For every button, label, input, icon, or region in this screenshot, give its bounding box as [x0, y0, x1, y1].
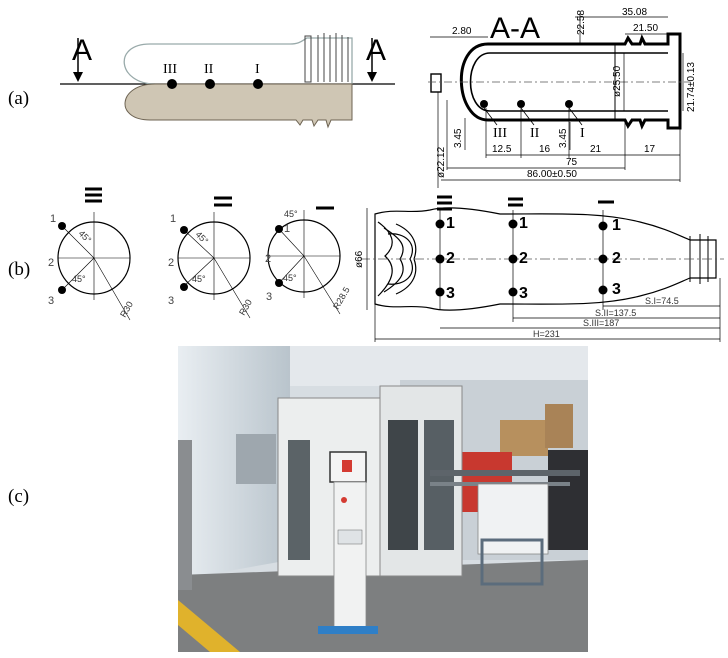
bottle-pt3-ii: 3: [519, 285, 528, 302]
circle-zone-iii: 45° 45° R30 1 2 3: [48, 187, 135, 321]
pt1-ii: 1: [170, 213, 176, 225]
bottle-drawing: ø66 1 2 3 1 2 3 1 2 3: [354, 195, 724, 342]
dim-17: 17: [644, 144, 656, 155]
dim-22-58: 22.58: [576, 10, 587, 35]
angle-bottom-ii: 45°: [192, 274, 206, 284]
bottle-pt1-ii: 1: [519, 215, 528, 232]
panel-label-c: (c): [8, 486, 30, 507]
bottle-pt3-i: 3: [612, 281, 621, 298]
dim-16: 16: [539, 144, 551, 155]
dim-21-50: 21.50: [633, 23, 658, 34]
dim-2-80: 2.80: [452, 26, 472, 37]
dist-s3: S.III=187: [583, 318, 619, 328]
panel-label-b: (b): [8, 259, 31, 280]
pt1-iii: 1: [50, 213, 56, 225]
angle-top-i: 45°: [284, 209, 298, 219]
section-marker-right: A: [366, 34, 386, 67]
radius-iii: R30: [118, 300, 135, 319]
radius-i: R28.5: [331, 285, 352, 311]
pt3-ii: 3: [168, 295, 174, 307]
preform-side-view: A III II I A: [60, 33, 395, 129]
circle-zone-ii: 45° 45° R30 1 2 3: [168, 196, 254, 319]
bottle-diameter: ø66: [354, 250, 365, 268]
section-title: A-A: [490, 12, 540, 45]
dim-25-50: ø25.50: [612, 65, 623, 97]
aa-point-ii: [517, 100, 525, 108]
pt2-i: 2: [265, 253, 271, 265]
angle-top-ii: 45°: [194, 229, 211, 246]
aa-zone-iii: III: [493, 126, 507, 141]
dim-21: 21: [590, 144, 602, 155]
bottle-pt3-iii: 3: [446, 285, 455, 302]
section-aa-drawing: A-A III II I: [428, 7, 697, 188]
pt3-i: 3: [266, 291, 272, 303]
aa-point-iii: [480, 100, 488, 108]
pt1-i: 1: [284, 223, 290, 235]
panel-label-a: (a): [8, 88, 30, 109]
dim-22-12: ø22.12: [436, 146, 447, 178]
dist-h: H=231: [533, 329, 560, 339]
section-marker-left: A: [72, 34, 92, 67]
angle-bottom-iii: 45°: [72, 274, 86, 284]
preform-section-fill: [124, 83, 353, 129]
angle-bottom-i: 45°: [283, 273, 297, 283]
circle-zone-i: 45° 45° R28.5 1 2 3: [265, 206, 352, 315]
dist-s1: S.I=74.5: [645, 296, 679, 306]
bottle-pt1-iii: 1: [446, 215, 455, 232]
bottle-pt2-i: 2: [612, 250, 621, 267]
dim-3-45-left: 3.45: [453, 128, 464, 148]
zone-label-iii: III: [163, 62, 177, 77]
measurement-circles: 45° 45° R30 1 2 3 45° 45° R30 1 2 3: [48, 187, 352, 321]
pt2-ii: 2: [168, 257, 174, 269]
zone-point-iii: [167, 79, 177, 89]
aa-zone-i: I: [580, 126, 585, 141]
aa-zone-ii: II: [530, 126, 540, 141]
dim-12-5: 12.5: [492, 144, 512, 155]
bottle-pt2-ii: 2: [519, 250, 528, 267]
bottle-pt1-i: 1: [612, 217, 621, 234]
zone-point-i: [253, 79, 263, 89]
pt3-iii: 3: [48, 295, 54, 307]
dim-35-08: 35.08: [622, 7, 647, 18]
dim-21-74: 21.74±0.13: [686, 62, 697, 112]
pt2-iii: 2: [48, 257, 54, 269]
machine-photo: [178, 346, 588, 652]
dim-86: 86.00±0.50: [527, 169, 577, 180]
zone-point-ii: [205, 79, 215, 89]
dim-75: 75: [566, 157, 578, 168]
bottle-pt2-iii: 2: [446, 250, 455, 267]
dim-3-45-right: 3.45: [558, 128, 569, 148]
zone-label-ii: II: [204, 62, 214, 77]
zone-label-i: I: [255, 62, 260, 77]
aa-point-i: [565, 100, 573, 108]
dist-s2: S.II=137.5: [595, 308, 636, 318]
